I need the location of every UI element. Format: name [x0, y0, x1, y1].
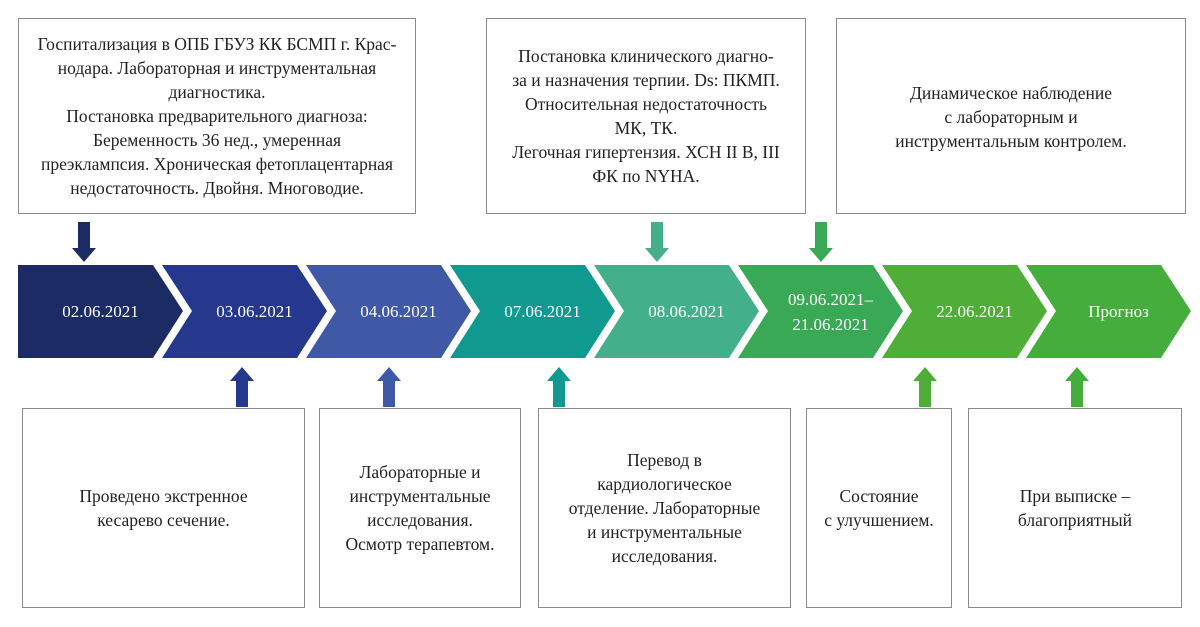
chevron-stage-7	[882, 265, 1047, 358]
top-box-clinical-diagnosis: Постановка клинического диагно- за и наз…	[486, 18, 806, 214]
bottom-box-text: Перевод в кардиологическое отделение. Ла…	[568, 450, 761, 566]
bottom-box-lab-tests: Лабораторные и инструментальные исследов…	[319, 408, 521, 608]
bottom-box-improvement: Состояние с улучшением.	[806, 408, 952, 608]
bottom-box-prognosis: При выписке – благоприятный	[968, 408, 1182, 608]
arrow-up-icon	[1065, 367, 1089, 407]
stage-date-label: 03.06.2021	[216, 302, 293, 321]
stage-date-label: Прогноз	[1088, 302, 1149, 321]
arrow-down-icon	[72, 222, 96, 262]
arrow-up-icon	[377, 367, 401, 407]
bottom-box-text: При выписке – благоприятный	[1017, 486, 1133, 530]
bottom-box-cesarean: Проведено экстренное кесарево сечение.	[22, 408, 305, 608]
chevron-stage-8	[1026, 265, 1191, 358]
stage-date-label: 22.06.2021	[936, 302, 1013, 321]
chevron-stage-4	[450, 265, 615, 358]
chevron-stage-2	[162, 265, 327, 358]
stage-date-label: 08.06.2021	[648, 302, 725, 321]
top-box-text: Госпитализация в ОПБ ГБУЗ КК БСМП г. Кра…	[37, 34, 397, 198]
top-box-text: Постановка клинического диагно- за и наз…	[512, 46, 780, 186]
top-box-text: Динамическое наблюдение с лабораторным и…	[895, 83, 1127, 151]
top-box-observation: Динамическое наблюдение с лабораторным и…	[836, 18, 1186, 214]
stage-date-label: 09.06.2021– 21.06.2021	[788, 289, 873, 334]
chevron-stage-1	[18, 265, 183, 358]
chevron-stage-5	[594, 265, 759, 358]
bottom-box-text: Проведено экстренное кесарево сечение.	[79, 486, 248, 530]
arrow-up-icon	[230, 367, 254, 407]
arrow-up-icon	[913, 367, 937, 407]
stage-date-label: 02.06.2021	[62, 302, 139, 321]
arrow-down-icon	[645, 222, 669, 262]
top-box-hospitalization: Госпитализация в ОПБ ГБУЗ КК БСМП г. Кра…	[18, 18, 416, 214]
stage-date-label: 07.06.2021	[504, 302, 581, 321]
arrow-down-icon	[809, 222, 833, 262]
arrow-up-icon	[547, 367, 571, 407]
bottom-box-text: Лабораторные и инструментальные исследов…	[345, 462, 495, 554]
bottom-box-cardiology-transfer: Перевод в кардиологическое отделение. Ла…	[538, 408, 791, 608]
bottom-box-text: Состояние с улучшением.	[824, 486, 934, 530]
chevron-stage-3	[306, 265, 471, 358]
stage-date-label: 04.06.2021	[360, 302, 437, 321]
chevron-stage-6	[738, 265, 903, 358]
